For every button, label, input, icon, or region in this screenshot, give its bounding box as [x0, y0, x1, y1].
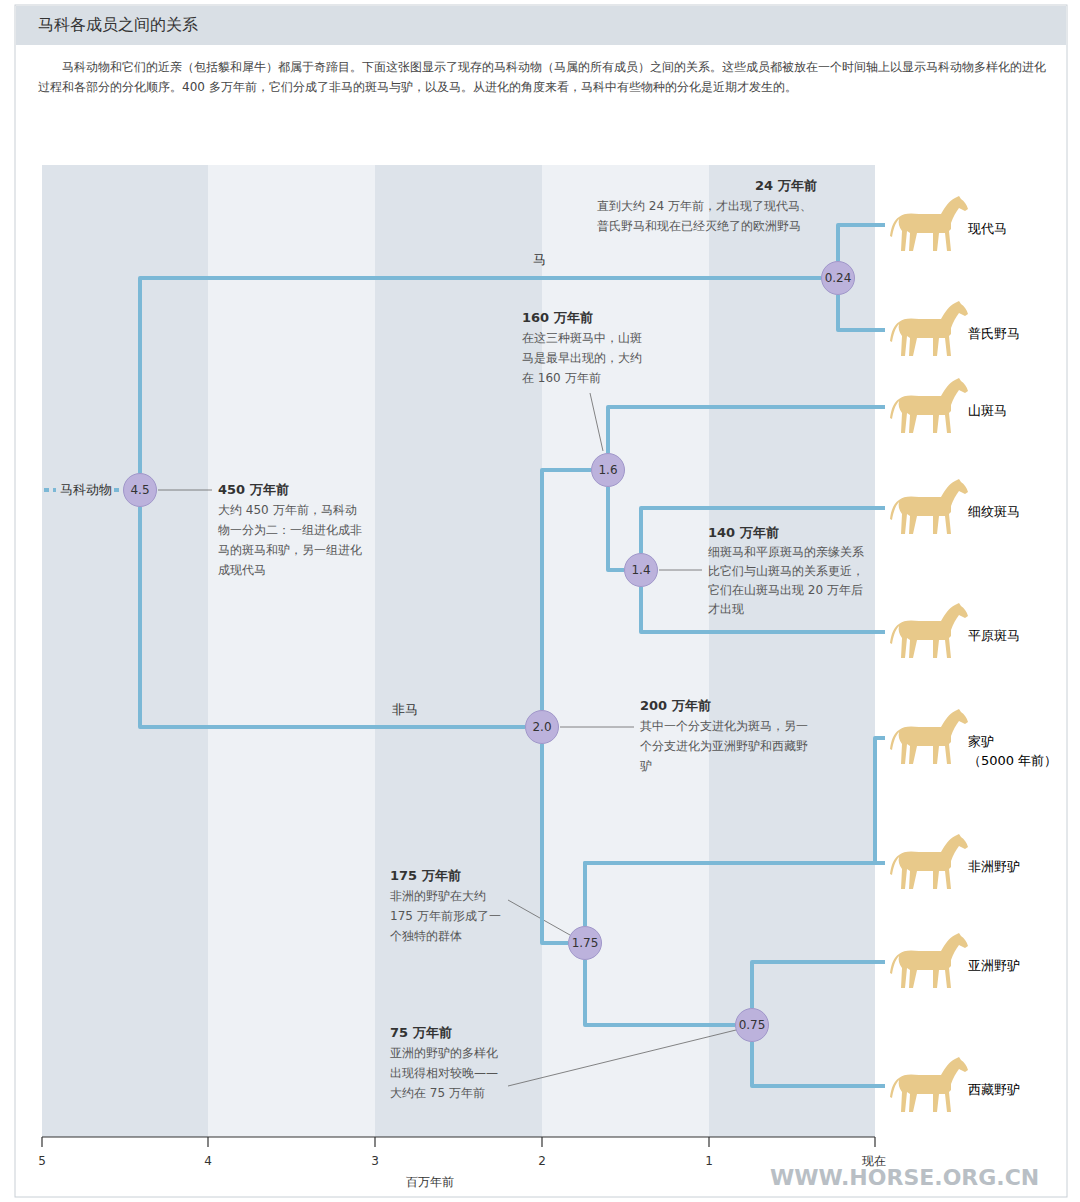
- species-name: 现代马: [968, 219, 1007, 238]
- leaf-text: 家驴（5000 年前）: [968, 732, 1057, 770]
- horse-silhouette: [889, 932, 969, 992]
- axis-tick-label: 3: [371, 1151, 379, 1171]
- page-frame: [15, 5, 1067, 1197]
- species-name: 马科动物: [60, 480, 112, 500]
- tree-branch: [140, 507, 525, 727]
- horse-silhouette: [889, 300, 969, 360]
- tree-branch: [752, 962, 885, 1008]
- callout-body: 大约 450 万年前，马科动物一分为二：一组进化成非马的斑马和驴，另一组进化成现…: [218, 500, 368, 580]
- axis-title: 百万年前: [406, 1172, 454, 1192]
- horse-silhouette: [889, 195, 969, 255]
- callout-number: 1.75: [572, 936, 599, 950]
- root-stub: [44, 488, 56, 492]
- branch-label: 非马: [392, 700, 418, 720]
- branch-label: 马: [533, 250, 546, 270]
- leaf-text: 西藏野驴: [968, 1080, 1020, 1099]
- axis-tick-label: 1: [705, 1151, 713, 1171]
- tree-branch: [585, 960, 735, 1025]
- species-leaf: 平原斑马: [885, 602, 1065, 668]
- callout-body: 其中一个分支进化为斑马，另一个分支进化为亚洲野驴和西藏野驴: [640, 716, 810, 776]
- callout-heading: 200 万年前: [640, 696, 711, 716]
- horse-silhouette: [889, 708, 969, 768]
- callout-body: 亚洲的野驴的多样化出现得相对较晚——大约在 75 万年前: [390, 1043, 505, 1103]
- callout-heading: 140 万年前: [708, 523, 779, 543]
- callout-heading: 160 万年前: [522, 308, 593, 328]
- leaf-text: 亚洲野驴: [968, 956, 1020, 975]
- axis-tick-label: 5: [38, 1151, 46, 1171]
- species-leaf: 山斑马: [885, 377, 1065, 443]
- split-circle: 4.5: [123, 473, 157, 507]
- callout-number: 0.24: [825, 271, 852, 285]
- split-circle: 2.0: [525, 710, 559, 744]
- horse-silhouette: [889, 833, 969, 893]
- horse-silhouette: [889, 1056, 969, 1116]
- species-leaf: 细纹斑马: [885, 478, 1065, 544]
- species-name: 非洲野驴: [968, 857, 1020, 876]
- tree-branch: [585, 863, 885, 926]
- callout-number: 0.75: [739, 1018, 766, 1032]
- leaf-text: 普氏野马: [968, 324, 1020, 343]
- tree-branch: [838, 225, 885, 261]
- tree-branch: [752, 1042, 885, 1086]
- callout-body: 直到大约 24 万年前，才出现了现代马、普氏野马和现在已经灭绝了的欧洲野马: [597, 196, 822, 236]
- callout-heading: 75 万年前: [390, 1023, 452, 1043]
- split-circle: 0.24: [821, 261, 855, 295]
- callout-number: 1.6: [598, 463, 617, 477]
- callout-body: 非洲的野驴在大约 175 万年前形成了一个独特的群体: [390, 886, 505, 946]
- leaf-text: 山斑马: [968, 401, 1007, 420]
- tree-branch: [140, 278, 821, 473]
- species-name: 细纹斑马: [968, 502, 1020, 521]
- tree-branch: [608, 407, 885, 453]
- callout-body: 在这三种斑马中，山斑马是最早出现的，大约在 160 万年前: [522, 328, 652, 388]
- leaf-text: 平原斑马: [968, 626, 1020, 645]
- species-leaf: 现代马: [885, 195, 1065, 261]
- split-circle: 0.75: [735, 1008, 769, 1042]
- split-circle: 1.4: [624, 553, 658, 587]
- caption: 马科动物和它们的近亲（包括貘和犀牛）都属于奇蹄目。下面这张图显示了现存的马科动物…: [38, 57, 1048, 97]
- callout-number: 2.0: [532, 720, 551, 734]
- species-leaf: 亚洲野驴: [885, 932, 1065, 998]
- species-name: 西藏野驴: [968, 1080, 1020, 1099]
- species-name: （5000 年前）: [968, 751, 1057, 770]
- split-circle: 1.75: [568, 926, 602, 960]
- species-name: 亚洲野驴: [968, 956, 1020, 975]
- leaf-text: 细纹斑马: [968, 502, 1020, 521]
- callout-heading: 450 万年前: [218, 480, 289, 500]
- species-leaf: 西藏野驴: [885, 1056, 1065, 1122]
- tree-branch: [838, 295, 885, 330]
- species-name: 家驴: [968, 732, 1057, 751]
- tree-branch: [542, 744, 568, 943]
- species-name: 普氏野马: [968, 324, 1020, 343]
- tree-branch: [585, 738, 885, 926]
- species-name: 平原斑马: [968, 626, 1020, 645]
- axis-tick-label: 4: [204, 1151, 212, 1171]
- watermark: WWW.HORSE.ORG.CN: [770, 1168, 1039, 1188]
- callout-body: 细斑马和平原斑马的亲缘关系比它们与山斑马的关系更近，它们在山斑马出现 20 万年…: [708, 543, 866, 619]
- species-leaf: 非洲野驴: [885, 833, 1065, 899]
- horse-silhouette: [889, 478, 969, 538]
- callout-heading: 175 万年前: [390, 866, 461, 886]
- tree-branch: [542, 470, 591, 710]
- tree-branch: [114, 488, 123, 492]
- leaf-text: 现代马: [968, 219, 1007, 238]
- horse-silhouette: [889, 602, 969, 662]
- tree-branch: [608, 487, 624, 570]
- horse-silhouette: [889, 377, 969, 437]
- species-leaf: 普氏野马: [885, 300, 1065, 366]
- leaf-text: 非洲野驴: [968, 857, 1020, 876]
- species-name: 山斑马: [968, 401, 1007, 420]
- root-label: 马科动物: [58, 480, 114, 500]
- title-bar: [16, 6, 1066, 45]
- axis-tick-label: 2: [538, 1151, 546, 1171]
- callout-number: 1.4: [631, 563, 650, 577]
- title: 马科各成员之间的关系: [38, 15, 198, 36]
- split-circle: 1.6: [591, 453, 625, 487]
- callout-heading: 24 万年前: [755, 176, 817, 196]
- species-leaf: 家驴（5000 年前）: [885, 708, 1065, 774]
- callout-number: 4.5: [130, 483, 149, 497]
- time-axis: [42, 1137, 875, 1147]
